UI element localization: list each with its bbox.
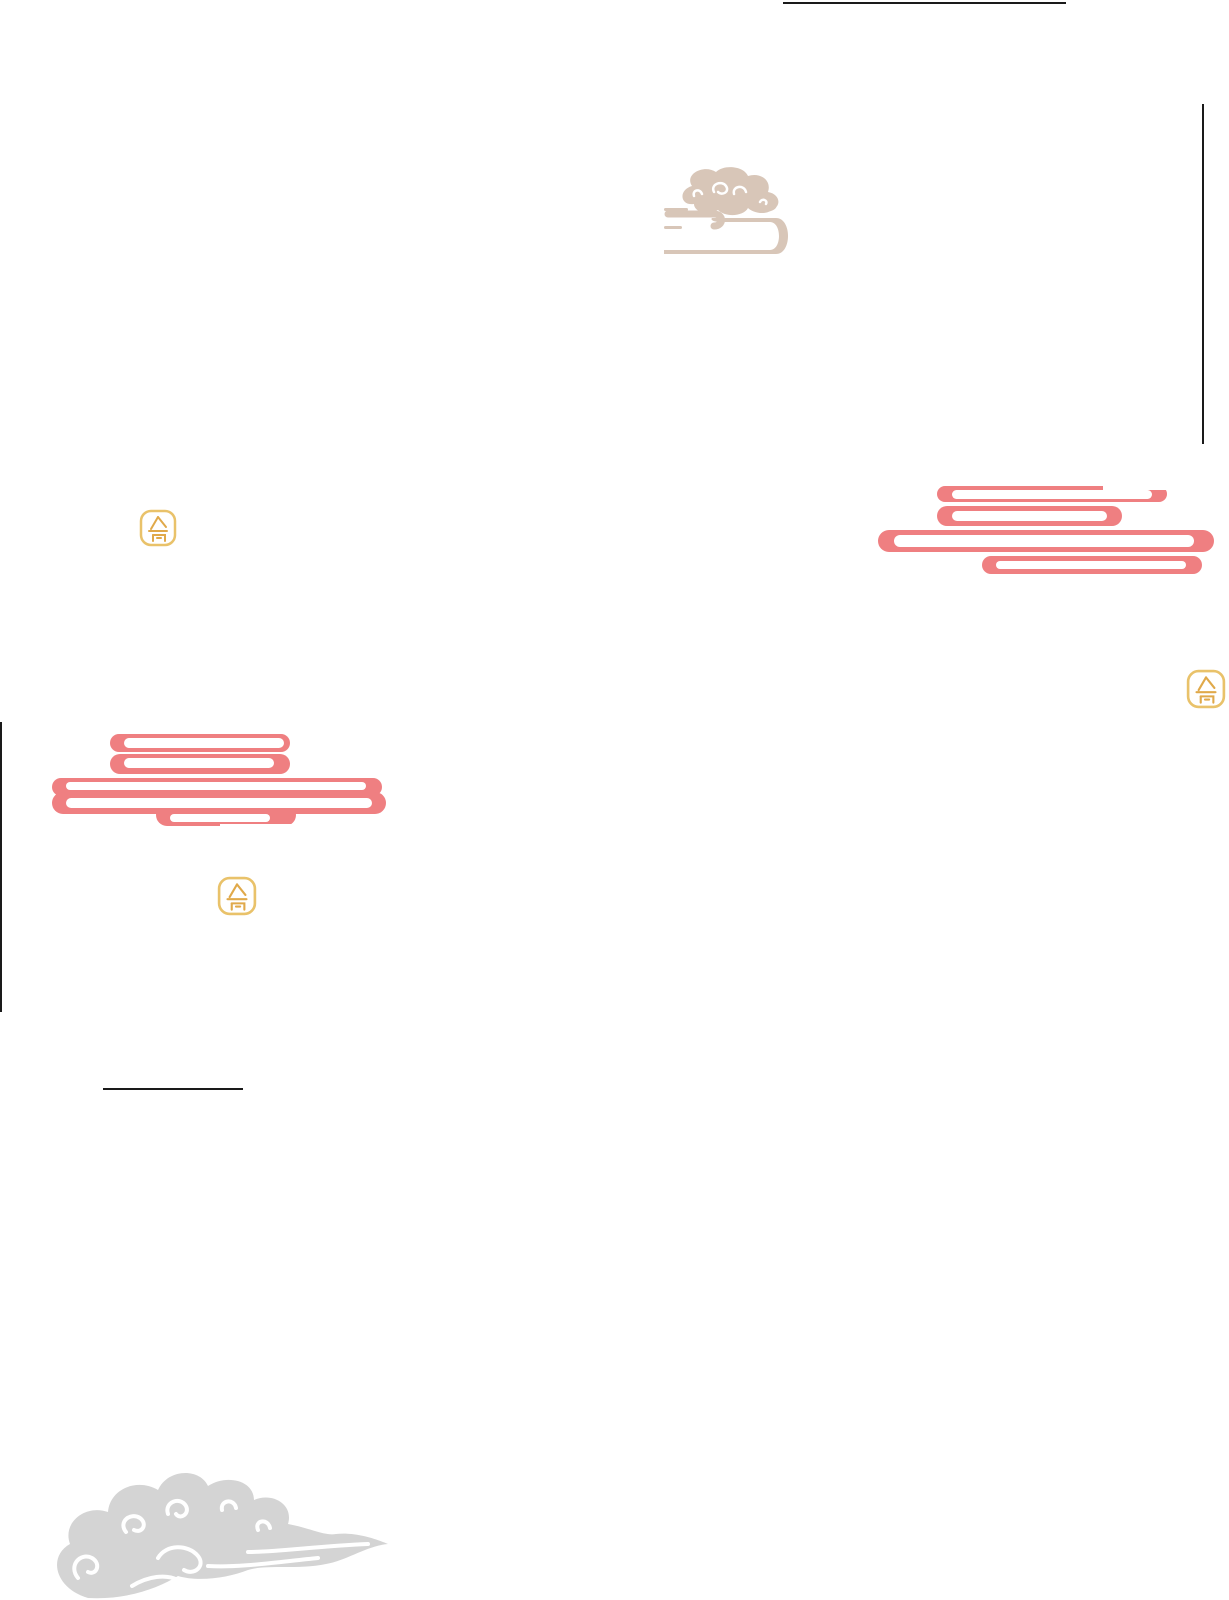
right-rule-line	[1202, 104, 1204, 444]
bottom-rule-line	[103, 1088, 243, 1090]
left-wave-stripes	[52, 734, 388, 832]
top-cloud-icon	[664, 164, 794, 256]
bottom-cloud-icon	[48, 1448, 389, 1600]
seal-icon-left-lower	[217, 876, 257, 916]
seal-icon-left-upper	[139, 509, 177, 547]
seal-icon-right	[1186, 669, 1226, 709]
right-wave-stripes	[878, 486, 1214, 588]
left-rule-line	[0, 722, 2, 1012]
top-rule-line	[783, 2, 1066, 4]
